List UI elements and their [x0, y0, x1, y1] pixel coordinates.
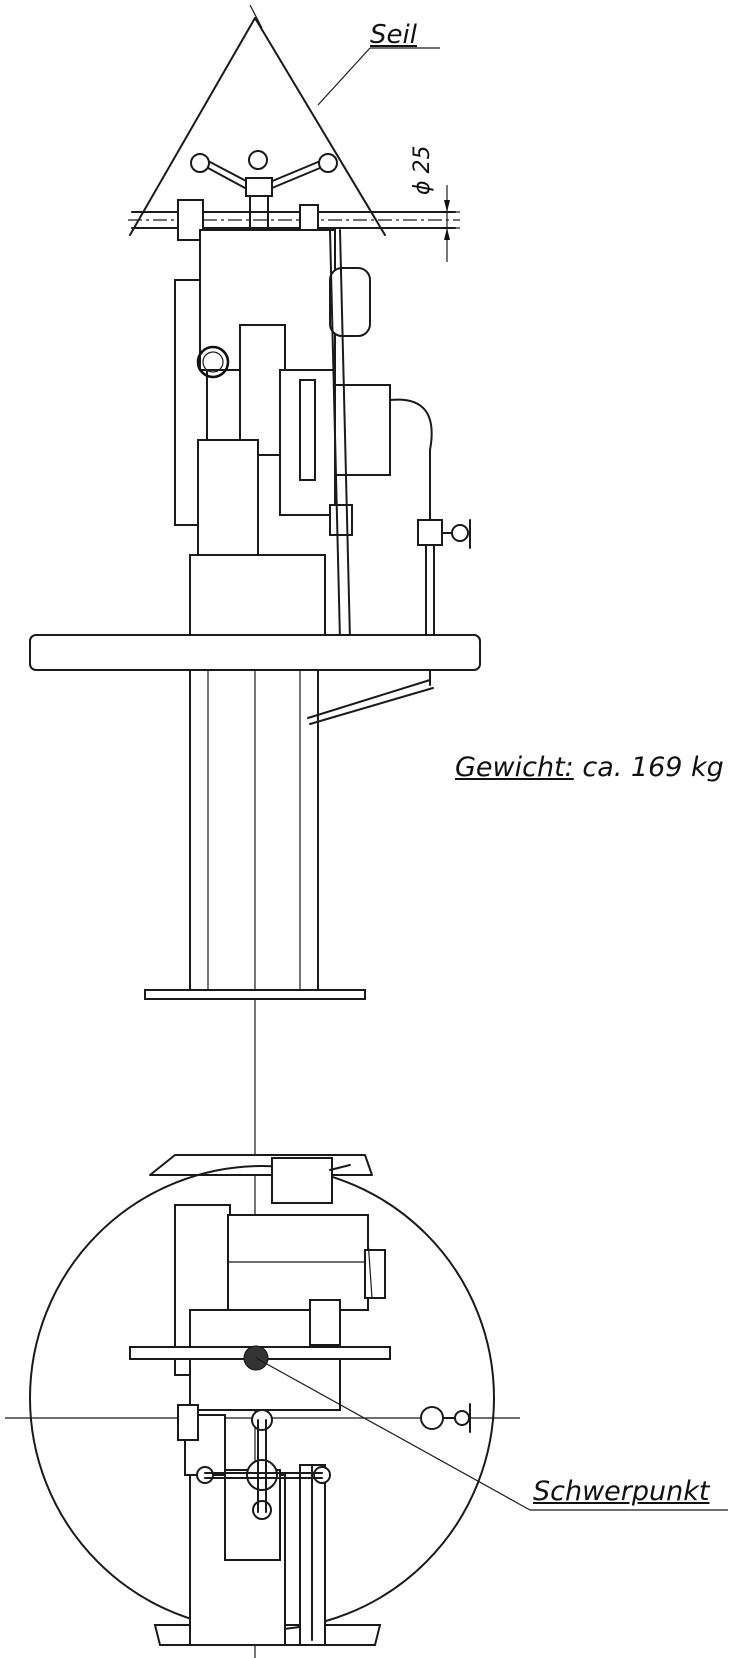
plan-view [5, 1154, 728, 1646]
weight-value: ca. 169 kg [573, 752, 724, 783]
seil-label: Seil [370, 20, 417, 50]
crossbar [128, 199, 460, 241]
diameter-dimension [440, 185, 460, 262]
base-plate [144, 989, 366, 1000]
work-table [29, 634, 481, 725]
schwerpunkt-leader-line [255, 1357, 531, 1511]
rope-triangle [129, 4, 440, 236]
machine-head [174, 229, 471, 641]
diameter-label: ϕ 25 [410, 145, 435, 196]
seil-leader-line [317, 47, 371, 106]
weight-label: Gewicht: ca. 169 kg [455, 752, 724, 783]
column [189, 669, 319, 991]
schwerpunkt-label: Schwerpunkt [533, 1476, 710, 1507]
column-upper-block [189, 554, 326, 636]
weight-key: Gewicht: [455, 752, 574, 783]
